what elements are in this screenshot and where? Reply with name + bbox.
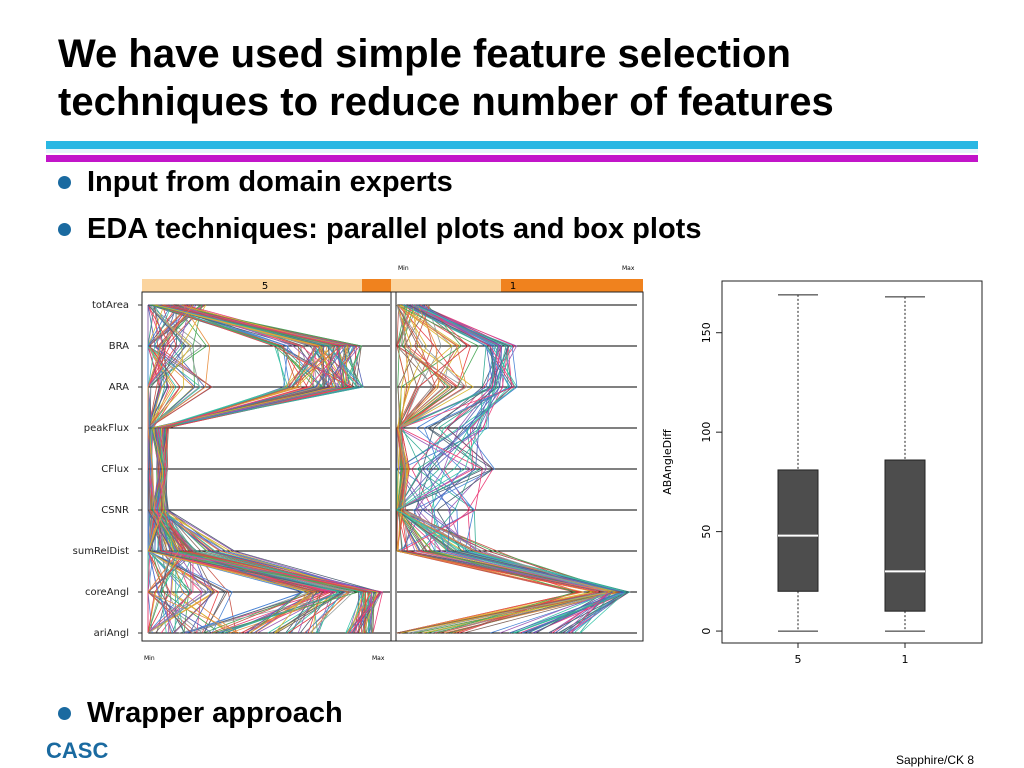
parallel-line: [147, 304, 164, 633]
parallel-lines: [395, 304, 631, 634]
title-rule-cyan: [46, 141, 978, 149]
panel-frame: [141, 291, 397, 642]
box-plot-frame: [721, 280, 983, 644]
x-tick-label: 1: [902, 653, 909, 666]
bullet-item: Wrapper approach: [58, 697, 343, 730]
panel-strip-level: [391, 279, 501, 292]
slide-title-line-1: We have used simple feature selection: [58, 32, 791, 76]
panel-strip-level: [142, 279, 362, 292]
title-rule-magenta: [46, 155, 978, 162]
parallel-line: [396, 304, 627, 634]
parallel-line: [156, 304, 373, 634]
bullet-text: Wrapper approach: [87, 697, 343, 729]
bottom-axis-max-label: Max: [372, 655, 385, 662]
variable-label: BRA: [109, 341, 129, 352]
top-axis-min-label: Min: [398, 265, 409, 272]
bullet-text: EDA techniques: parallel plots and box p…: [87, 213, 702, 245]
y-axis-label: ABAngleDiff: [661, 429, 674, 495]
parallel-line: [418, 304, 625, 634]
parallel-lines: [147, 304, 383, 634]
parallel-line: [410, 304, 610, 634]
box: [884, 459, 926, 612]
parallel-line: [422, 304, 626, 634]
bullet-item: EDA techniques: parallel plots and box p…: [58, 213, 701, 246]
footer-org-label: CASC: [46, 738, 109, 763]
parallel-line: [147, 304, 194, 634]
footer-page-label: Sapphire/CK 8: [895, 753, 974, 767]
parallel-line: [397, 304, 577, 634]
bullet-dot-icon: [58, 223, 71, 236]
parallel-line: [396, 304, 599, 634]
x-tick-label: 5: [795, 653, 802, 666]
y-tick-label: 100: [700, 422, 713, 443]
box: [777, 469, 819, 592]
variable-label: ariAngl: [94, 628, 129, 639]
parallel-line: [150, 304, 359, 634]
bottom-axis-min-label: Min: [144, 655, 155, 662]
parallel-line: [396, 304, 629, 634]
y-tick-label: 150: [700, 322, 713, 343]
variable-label: coreAngl: [85, 587, 129, 598]
variable-label: totArea: [92, 300, 129, 311]
variable-label: sumRelDist: [73, 546, 129, 557]
parallel-line: [147, 304, 336, 634]
bullet-dot-icon: [58, 707, 71, 720]
parallel-line: [399, 304, 609, 634]
title-rule-gap: [46, 149, 978, 153]
y-tick-label: 0: [700, 628, 713, 635]
top-axis-max-label: Max: [622, 265, 635, 272]
parallel-line: [147, 304, 347, 634]
bullet-text: Input from domain experts: [87, 166, 453, 198]
slide-title: We have used simple feature selection te…: [58, 30, 998, 126]
parallel-line: [398, 304, 613, 634]
y-tick-label: 50: [700, 525, 713, 539]
parallel-line: [147, 304, 240, 634]
parallel-line: [154, 304, 364, 634]
variable-label: ARA: [109, 382, 129, 393]
panel-frame: [390, 291, 644, 642]
parallel-line: [396, 304, 631, 634]
parallel-line: [157, 304, 367, 634]
variable-label: CFlux: [101, 464, 129, 475]
variable-label: CSNR: [101, 505, 129, 516]
bullet-item: Input from domain experts: [58, 166, 453, 199]
parallel-line: [156, 304, 383, 634]
bullet-dot-icon: [58, 176, 71, 189]
slide-title-line-2: techniques to reduce number of features: [58, 80, 834, 124]
variable-label: peakFlux: [84, 423, 129, 434]
panel-strip-label: 5: [262, 281, 268, 292]
parallel-line: [147, 304, 187, 634]
panel-strip-label: 1: [510, 281, 516, 292]
